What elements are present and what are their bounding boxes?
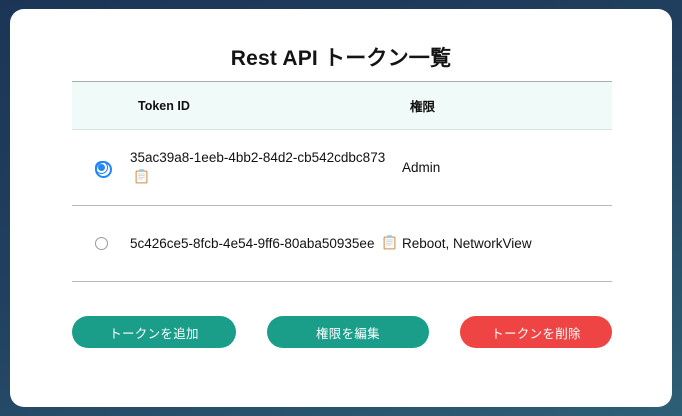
clipboard-icon[interactable] (135, 168, 148, 184)
row-select-cell[interactable] (72, 129, 130, 206)
delete-token-button[interactable]: トークンを削除 (460, 316, 612, 348)
edit-permission-button[interactable]: 権限を編集 (267, 316, 429, 348)
column-header-select (72, 81, 130, 130)
column-header-permission: 権限 (402, 81, 612, 130)
token-list-card: Rest API トークン一覧 Token ID 権限 35ac39a8-1ee… (10, 9, 672, 407)
token-id-cell: 35ac39a8-1eeb-4bb2-84d2-cb542cdbc873 (130, 129, 402, 206)
permission-cell: Reboot, NetworkView (402, 205, 612, 282)
add-token-button[interactable]: トークンを追加 (72, 316, 236, 348)
table-row[interactable]: 35ac39a8-1eeb-4bb2-84d2-cb542cdbc873 (72, 129, 612, 206)
clipboard-icon[interactable] (383, 235, 396, 250)
action-button-row: トークンを追加 権限を編集 トークンを削除 (72, 316, 612, 348)
table-header-row: Token ID 権限 (72, 81, 612, 130)
column-header-token-id: Token ID (130, 81, 402, 130)
page-title: Rest API トークン一覧 (230, 47, 452, 70)
token-id-cell: 5c426ce5-8fcb-4e54-9ff6-80aba50935ee (130, 205, 402, 282)
table-body: 35ac39a8-1eeb-4bb2-84d2-cb542cdbc873 (72, 129, 612, 282)
table-header: Token ID 権限 (72, 81, 612, 130)
token-id-value: 5c426ce5-8fcb-4e54-9ff6-80aba50935ee (130, 235, 375, 251)
permission-cell: Admin (402, 129, 612, 206)
token-select-radio[interactable] (94, 160, 112, 178)
table-row[interactable]: 5c426ce5-8fcb-4e54-9ff6-80aba50935ee (72, 205, 612, 282)
token-table: Token ID 権限 35ac39a8-1eeb-4bb2-84d2-cb54… (72, 81, 612, 282)
row-select-cell[interactable] (72, 205, 130, 282)
token-select-radio[interactable] (94, 236, 108, 250)
token-id-value: 35ac39a8-1eeb-4bb2-84d2-cb542cdbc873 (130, 150, 386, 166)
